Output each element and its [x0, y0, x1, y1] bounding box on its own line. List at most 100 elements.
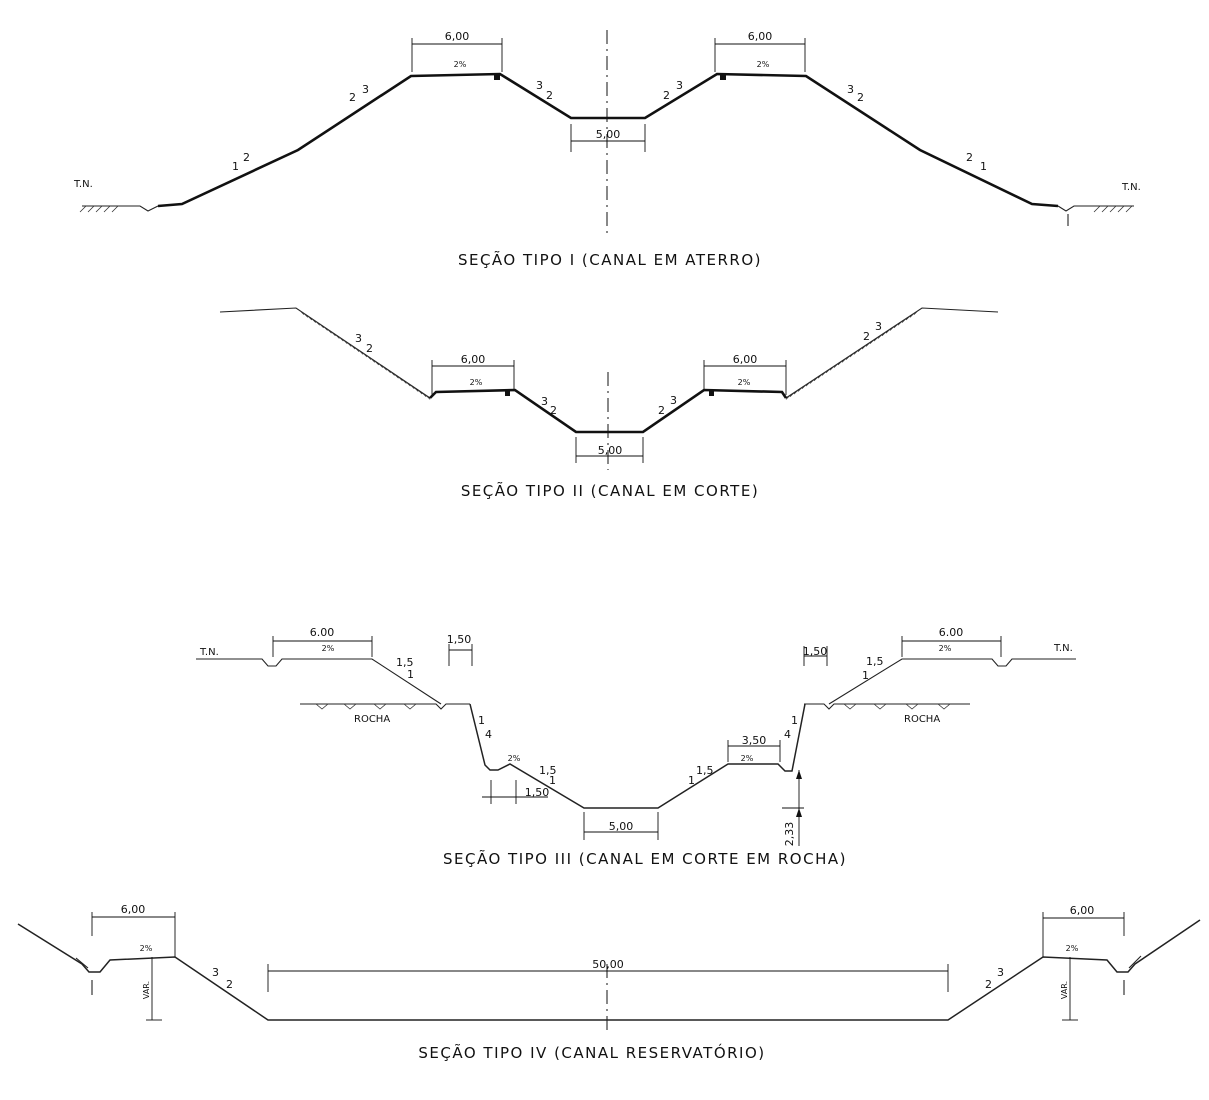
slope-label: 2 — [226, 978, 233, 991]
cut-hatch-mark — [853, 350, 859, 355]
cut-hatch-mark — [319, 323, 324, 329]
section-4-inner-line-left — [75, 957, 89, 969]
section-2-bench-left-dim: 6,00 — [461, 353, 486, 366]
section-1-curb-right — [720, 74, 726, 80]
section-3-berm-right: 1,50 — [803, 645, 828, 658]
cut-hatch-mark — [362, 352, 368, 358]
slope-label: 3 — [212, 966, 219, 979]
slope-label: 1 — [478, 714, 485, 727]
cut-hatch-mark — [394, 373, 399, 379]
slope-label: 1 — [980, 160, 987, 173]
section-1-embankment-profile — [157, 72, 1059, 208]
slope-label: 1 — [688, 774, 695, 787]
rock-tick-mark — [873, 703, 887, 710]
cut-hatch-mark — [413, 387, 419, 392]
cut-hatch-mark — [897, 320, 903, 326]
section-3-berm-left: 1,50 — [447, 633, 472, 646]
cut-hatch-mark — [299, 310, 305, 315]
rock-tick-mark — [843, 703, 857, 710]
section-3-title: SEÇÃO TIPO III (CANAL EM CORTE EM ROCHA) — [443, 849, 847, 868]
section-4-var-left: VAR. — [142, 981, 151, 999]
section-2-curb-right — [709, 390, 714, 396]
cut-hatch-mark — [390, 371, 395, 376]
slope-label: 4 — [784, 728, 791, 741]
section-2-bottom-width: 5,00 — [598, 444, 623, 457]
section-2-canal-profile — [429, 388, 788, 434]
slope-label: 2 — [857, 91, 864, 104]
section-2-curb-left — [505, 390, 510, 396]
cut-hatch-mark — [889, 326, 895, 331]
cut-hatch-mark — [785, 395, 791, 400]
slope-label: 2 — [550, 404, 557, 417]
cut-hatch-mark — [789, 392, 795, 397]
ground-hatch — [103, 205, 111, 213]
slope-label: 1 — [549, 774, 556, 787]
cut-hatch-mark — [869, 339, 875, 345]
cut-hatch-mark — [343, 339, 348, 345]
cut-hatch-mark — [873, 336, 879, 342]
ground-hatch — [1125, 205, 1133, 213]
section-1-bench-left-dim: 6,00 — [445, 30, 470, 43]
slope-label: 2 — [349, 91, 356, 104]
section-type-3: 6.00 2% 6.00 2% 1,50 1,50 1,50 2% 3,50 2… — [196, 626, 1076, 868]
dim-arrow — [796, 808, 802, 817]
slope-label: 3 — [541, 395, 548, 408]
slope-label: 2 — [366, 342, 373, 355]
section-3-rock-line-left — [300, 703, 470, 710]
cut-hatch-mark — [845, 355, 851, 360]
cut-hatch-mark — [307, 315, 313, 321]
cut-hatch-mark — [315, 320, 320, 326]
rock-tick-mark — [403, 703, 417, 710]
cut-hatch-mark — [354, 347, 360, 352]
section-3-inner-bench-right: 3,50 — [742, 734, 767, 747]
cut-hatch-mark — [857, 347, 863, 352]
cut-hatch-mark — [311, 318, 317, 323]
ground-hatch — [95, 205, 103, 213]
section-3-inner-crown-left: 2% — [508, 754, 521, 763]
section-3-inner-crown-right: 2% — [741, 754, 754, 763]
ground-hatch — [1109, 205, 1117, 213]
section-3-crown-right: 2% — [939, 644, 952, 653]
section-4-canal-profile — [17, 919, 1201, 1021]
cut-hatch-mark — [402, 379, 407, 384]
cut-hatch-mark — [901, 318, 907, 323]
cut-hatch-mark — [793, 389, 799, 395]
slope-label: 1,5 — [866, 655, 884, 668]
slope-label: 3 — [847, 83, 854, 96]
slope-label: 2 — [863, 330, 870, 343]
slope-label: 1,5 — [539, 764, 557, 777]
cut-hatch-mark — [825, 368, 831, 374]
cut-hatch-mark — [861, 344, 867, 350]
section-4-var-right: VAR. — [1060, 981, 1069, 999]
section-3-height-right: 2,33 — [783, 822, 796, 847]
section-type-4: 6,00 2% 6,00 2% 50,00 VAR. VAR. 3 2 3 2 … — [17, 903, 1201, 1062]
cut-hatch-mark — [382, 365, 387, 371]
section-4-bench-right-dim: 6,00 — [1070, 904, 1095, 917]
rock-tick-mark — [315, 703, 329, 710]
slope-label: 1 — [232, 160, 239, 173]
dim-arrow — [796, 770, 802, 779]
section-type-1: 6,00 2% 6,00 2% 5,00 T.N. T.N. 2 3 1 2 3… — [73, 30, 1141, 269]
section-4-bench-left-dim: 6,00 — [121, 903, 146, 916]
cut-hatch-mark — [841, 358, 847, 363]
slope-label: 2 — [546, 89, 553, 102]
slope-label: 3 — [362, 83, 369, 96]
section-2-ground-left — [219, 307, 431, 399]
section-3-canal-profile — [469, 703, 806, 809]
section-1-title: SEÇÃO TIPO I (CANAL EM ATERRO) — [458, 250, 762, 269]
section-3-rock-ticks — [315, 703, 951, 710]
cut-hatch-mark — [323, 326, 328, 331]
slope-label: 1,5 — [396, 656, 414, 669]
rock-tick-mark — [373, 703, 387, 710]
cut-hatch-mark — [905, 315, 911, 321]
section-1-bench-right-dim: 6,00 — [748, 30, 773, 43]
section-4-bottom-width: 50,00 — [592, 958, 624, 971]
cut-hatch-mark — [398, 376, 403, 382]
cut-hatch-mark — [303, 313, 309, 318]
cut-hatch-mark — [817, 373, 823, 379]
cut-hatch-mark — [829, 365, 835, 371]
section-4-crown-right: 2% — [1066, 944, 1079, 953]
section-3-crown-left: 2% — [322, 644, 335, 653]
section-2-title: SEÇÃO TIPO II (CANAL EM CORTE) — [461, 481, 759, 500]
